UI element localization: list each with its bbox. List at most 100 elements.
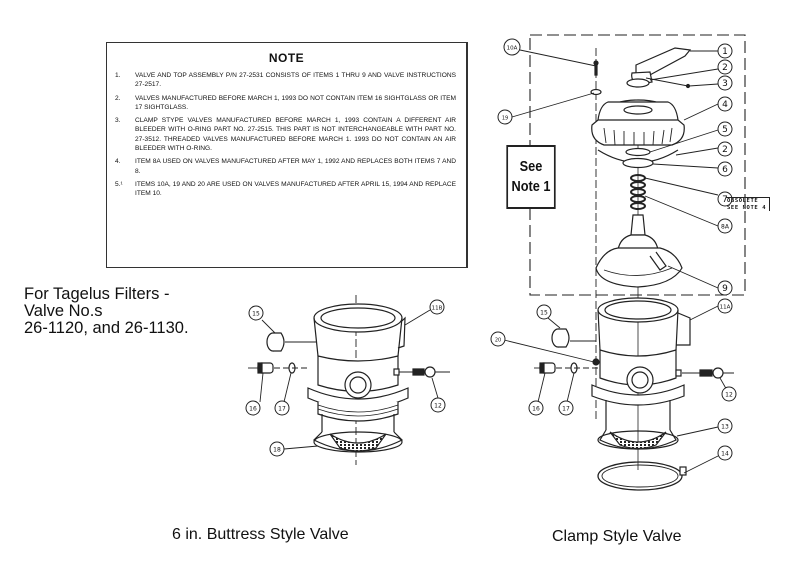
callout-label: 8A [721,224,730,231]
callout-18: 18 [269,441,285,457]
note-item-4: 4. ITEM 8A USED ON VALVES MANUFACTURED AF… [115,157,456,176]
note-number: 2. [115,94,121,102]
part-4-valve-cover [591,99,685,146]
part-10a-screw [593,60,599,76]
callout-label: 6 [722,165,728,175]
obsolete-line: OBSOLETE [727,198,759,204]
note-text: VALVE AND TOP ASSEMBLY P/N 27-2531 CONSI… [135,72,456,89]
part-16-sightglass-buttress [248,362,274,374]
note-number: 3. [115,117,121,125]
callout-1: 1 [717,43,733,59]
callout-8a: 8A [717,218,733,234]
callout-16-buttress: 16 [245,400,261,416]
callouts: 10A 19 1 2 3 4 5 2 6 7 8A 9 11A 15 20 16… [245,38,737,461]
callout-15-buttress: 15 [248,305,264,321]
callout-label: 11B [432,306,443,312]
callout-label: 16 [249,406,257,413]
callout-17-buttress: 17 [274,400,290,416]
callout-label: 4 [722,100,728,110]
callout-label: 20 [495,338,501,344]
callout-12-buttress: 12 [430,397,446,413]
callout-4: 4 [717,96,733,112]
callout-label: 10A [507,46,518,52]
note-title: NOTE [268,51,305,65]
note-item-5: 5.¹ ITEMS 10A, 19 AND 20 ARE USED ON VALV… [115,180,456,199]
filters-label-line: 26-1120, and 26-1130. [24,319,189,337]
part-2-washer [626,78,650,88]
note-item-1: 1. VALVE AND TOP ASSEMBLY P/N 27-2531 CON… [115,71,456,90]
callout-11a: 11A [717,298,733,314]
part-5-seal [625,147,651,157]
leader-lines [259,49,729,474]
callout-label: 11A [720,305,731,311]
part-16-sightglass-clamp [534,362,556,374]
callout-label: 19 [502,116,508,122]
callout-14: 14 [717,445,733,461]
callout-2: 2 [717,59,733,75]
clamp-valve-body [591,297,691,450]
note-text: CLAMP STYPE VALVES MANUFACTURED BEFORE M… [135,117,456,153]
callout-13: 13 [717,418,733,434]
note-item-3: 3. CLAMP STYPE VALVES MANUFACTURED BEFORE… [115,116,456,153]
callout-label: 1 [722,47,728,57]
callout-label: 17 [278,406,286,413]
part-14-clamp-ring [597,461,687,491]
part-12-airbleeder-buttress [399,366,450,378]
callout-7: 7 [717,191,733,207]
callout-label: 15 [540,310,548,317]
note-number: 4. [115,158,121,166]
callout-15-clamp: 15 [536,304,552,320]
note-box: NOTE 1. VALVE AND TOP ASSEMBLY P/N 27-253… [106,42,468,268]
callout-label: 16 [532,406,540,413]
obsolete-line: SEE NOTE 4 [727,204,767,211]
see-note-box: See Note 1 [506,145,556,209]
buttress-valve-body [307,303,409,453]
part-9-rotor [595,214,683,288]
note-list: 1. VALVE AND TOP ASSEMBLY P/N 27-2531 CON… [107,71,466,199]
callout-12-clamp: 12 [721,386,737,402]
see-note-line: Note 1 [511,178,551,195]
callout-label: 12 [725,392,733,399]
callout-label: 2 [722,63,728,73]
callout-11b: 11B [429,299,445,315]
callout-10a: 10A [503,38,521,56]
callout-5: 5 [717,121,733,137]
part-13-gasket [597,430,679,450]
callout-6: 6 [717,161,733,177]
callout-label: 13 [721,424,729,431]
filters-label-line: Valve No.s [24,302,103,320]
callout-label: 17 [562,406,570,413]
note-text: VALVES MANUFACTURED BEFORE MARCH 1, 1993… [135,94,456,111]
callout-label: 9 [722,284,728,294]
part-15-gauge-buttress [266,332,316,352]
callout-label: 18 [273,447,281,454]
note-number: 1. [115,72,121,79]
filters-label-line: For Tagelus Filters - [24,285,170,303]
part-6-washer [622,157,654,169]
see-note-line: See [519,158,543,175]
callout-label: 2 [722,145,728,155]
callout-19: 19 [497,109,513,125]
callout-label: 3 [722,79,728,89]
callout-label: 12 [434,403,442,410]
callout-2b: 2 [717,141,733,157]
callout-16-clamp: 16 [528,400,544,416]
filters-label: For Tagelus Filters - Valve No.s 26-1120… [24,286,189,337]
obsolete-label: OBSOLETE SEE NOTE 4 [726,197,771,211]
callout-label: 7 [722,195,728,205]
note-item-2: 2. VALVES MANUFACTURED BEFORE MARCH 1, 19… [115,94,456,113]
part-15-gauge-clamp [551,328,596,348]
callout-9: 9 [717,280,733,296]
note-text: ITEM 8A USED ON VALVES MANUFACTURED AFTE… [135,158,456,175]
clamp-valve-caption: Clamp Style Valve [552,528,682,545]
part-12-airbleeder-clamp [682,367,734,379]
note-text: ITEMS 10A, 19 AND 20 ARE USED ON VALVES … [135,180,456,198]
callout-3: 3 [717,75,733,91]
callout-17-clamp: 17 [558,400,574,416]
callout-label: 15 [252,311,260,318]
callout-label: 5 [722,125,728,135]
callout-label: 14 [721,451,729,458]
buttress-valve-caption: 6 in. Buttress Style Valve [172,526,349,543]
note-number: 5.¹ [115,180,123,188]
